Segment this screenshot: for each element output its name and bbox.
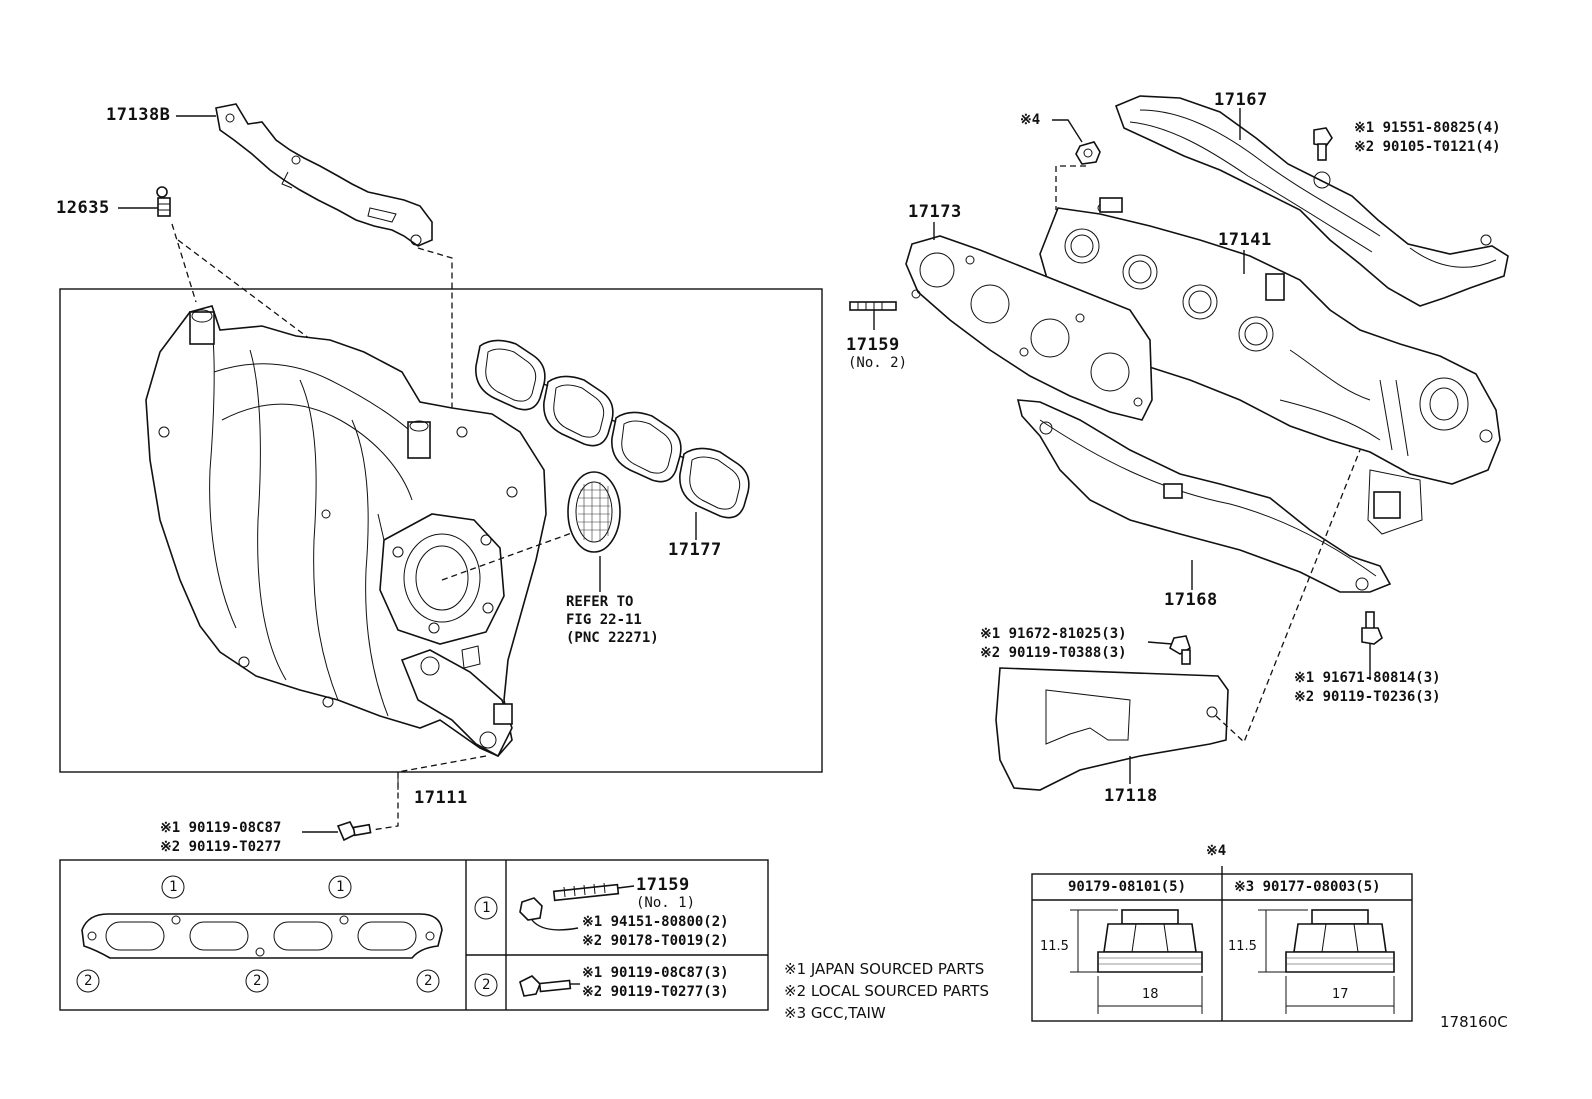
bolt-17111 bbox=[336, 821, 372, 842]
label-12635: 12635 bbox=[56, 198, 110, 218]
row1-note-2: ※2 90178-T0019(2) bbox=[582, 933, 729, 949]
row2-note-1: ※1 90119-08C87(3) bbox=[582, 965, 729, 981]
circle-2-c: 2 bbox=[424, 973, 433, 989]
heat-insulator-17167 bbox=[1114, 95, 1509, 307]
refer-text-3: (PNC 22271) bbox=[566, 630, 659, 646]
note-17168-1: ※1 91671-80814(3) bbox=[1294, 670, 1441, 686]
gasket-17177 bbox=[475, 339, 750, 519]
figure-id: 178160C bbox=[1440, 1013, 1508, 1031]
exhaust-manifold-17141 bbox=[1039, 197, 1501, 535]
label-17173: 17173 bbox=[908, 202, 962, 222]
label-17138b: 17138B bbox=[106, 105, 171, 125]
nut1-height: 11.5 bbox=[1040, 939, 1069, 954]
row-circle-1: 1 bbox=[482, 900, 491, 916]
nut-4 bbox=[1075, 141, 1101, 165]
label-17141: 17141 bbox=[1218, 230, 1272, 250]
note-17118-2: ※2 90119-T0388(3) bbox=[980, 645, 1127, 661]
label-note-4: ※4 bbox=[1020, 112, 1041, 128]
note-17167-1: ※1 91551-80825(4) bbox=[1354, 120, 1501, 136]
bolt-91672 bbox=[1169, 635, 1191, 665]
refer-text-1: REFER TO bbox=[566, 594, 634, 610]
label-17168: 17168 bbox=[1164, 590, 1218, 610]
note-17168-2: ※2 90119-T0236(3) bbox=[1294, 689, 1441, 705]
bracket-17118 bbox=[995, 667, 1229, 791]
nut-table bbox=[1031, 866, 1413, 1022]
label-17177: 17177 bbox=[668, 540, 722, 560]
bolt-91551 bbox=[1313, 127, 1333, 161]
circle-1-b: 1 bbox=[336, 879, 345, 895]
nut2-header: ※3 90177-08003(5) bbox=[1234, 879, 1381, 895]
nut1-width: 18 bbox=[1142, 987, 1159, 1002]
bracket-17138b bbox=[215, 103, 433, 247]
label-17111: 17111 bbox=[414, 788, 468, 808]
intake-manifold-frame bbox=[59, 288, 823, 773]
note-17118-1: ※1 91672-81025(3) bbox=[980, 626, 1127, 642]
note-17167-2: ※2 90105-T0121(4) bbox=[1354, 139, 1501, 155]
throttle-gasket-mesh bbox=[567, 471, 621, 553]
legend-1: ※1 JAPAN SOURCED PARTS bbox=[784, 960, 985, 978]
legend-2: ※2 LOCAL SOURCED PARTS bbox=[784, 982, 989, 1000]
row2-note-2: ※2 90119-T0277(3) bbox=[582, 984, 729, 1000]
heat-insulator-17168 bbox=[1016, 399, 1392, 593]
intake-manifold-17111 bbox=[145, 305, 547, 758]
label-17118: 17118 bbox=[1104, 786, 1158, 806]
nut2-height: 11.5 bbox=[1228, 939, 1257, 954]
note-17111-2: ※2 90119-T0277 bbox=[160, 839, 282, 855]
gasket-table bbox=[59, 859, 769, 1011]
refer-text-2: FIG 22-11 bbox=[566, 612, 642, 628]
gasket-17173 bbox=[905, 235, 1153, 421]
part-12635 bbox=[156, 186, 171, 217]
legend-3: ※3 GCC,TAIW bbox=[784, 1004, 886, 1022]
circle-2-b: 2 bbox=[253, 973, 262, 989]
circle-2-a: 2 bbox=[84, 973, 93, 989]
circle-1-a: 1 bbox=[169, 879, 178, 895]
nut1-header: 90179-08101(5) bbox=[1068, 879, 1187, 895]
label-17159-no1-sub: (No. 1) bbox=[636, 895, 696, 911]
stud-17159-no2 bbox=[849, 301, 897, 311]
bolt-91671 bbox=[1361, 611, 1383, 645]
row1-note-1: ※1 94151-80800(2) bbox=[582, 914, 729, 930]
nut2-width: 17 bbox=[1332, 987, 1349, 1002]
nut-table-note-4: ※4 bbox=[1206, 843, 1227, 859]
label-17167: 17167 bbox=[1214, 90, 1268, 110]
row-circle-2: 2 bbox=[482, 977, 491, 993]
label-17159-no1: 17159 bbox=[636, 875, 690, 895]
label-17159-no2: 17159 bbox=[846, 335, 900, 355]
note-17111-1: ※1 90119-08C87 bbox=[160, 820, 282, 836]
label-17159-no2-sub: (No. 2) bbox=[848, 355, 908, 371]
